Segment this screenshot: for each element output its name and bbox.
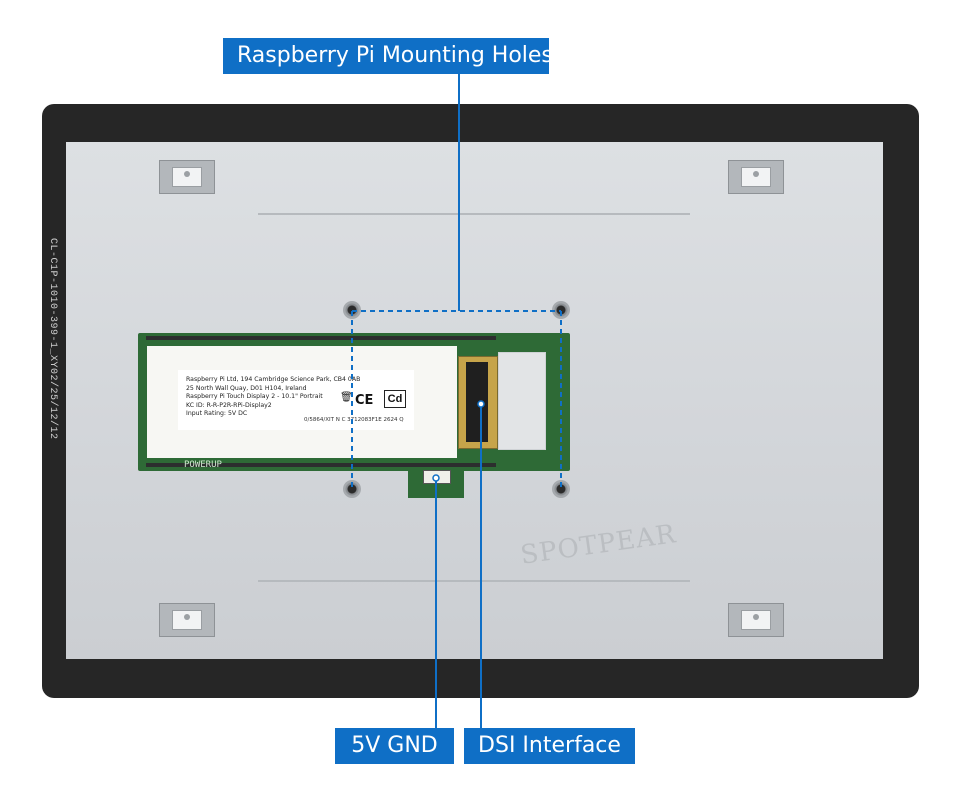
mounting-holes-callout: Raspberry Pi Mounting Holes [223,38,553,74]
dsi-interface-callout: DSI Interface [464,728,635,764]
label-line-2: 25 North Wall Quay, D01 H104, Ireland [186,384,307,392]
label-line-1: Raspberry Pi Ltd, 194 Cambridge Science … [186,376,361,383]
foam-pad [498,352,546,450]
weee-bin-icon: 🗑 [340,392,353,403]
plate-groove-top [258,213,690,215]
pcb-print: POWERUP [184,460,222,470]
power-callout: 5V GND [335,728,454,764]
label-line-4: KC ID: R-R-P2R-RPi-Display2 [186,401,272,409]
mounting-hole-bottom-left [343,480,361,498]
mounting-clip-bottom-left [159,603,215,637]
pcb-strip-bottom [146,463,496,467]
pcb-strip-top [146,336,496,340]
power-anchor-dot [432,474,440,482]
ce-mark: CE [355,393,374,408]
dsi-anchor-dot [477,400,485,408]
label-line-5: Input Rating: 5V DC [186,410,248,418]
mounting-clip-top-left [159,160,215,194]
mounting-clip-bottom-right [728,603,784,637]
label-line-3: Raspberry Pi Touch Display 2 - 10.1" Por… [186,393,323,401]
mounting-clip-top-right [728,160,784,194]
side-print: CL-C1P-1010-399-1_XY02/25/12/12 [47,238,58,440]
dsi-connector-slot [466,362,488,442]
cd-mark: Cd [384,390,406,408]
plate-groove-bottom [258,580,690,582]
mounting-hole-bottom-right [552,480,570,498]
label-id: 0/5864/XIT N C 3712083F1E 2624 Q [304,417,404,423]
product-label: Raspberry Pi Ltd, 194 Cambridge Science … [178,370,414,430]
